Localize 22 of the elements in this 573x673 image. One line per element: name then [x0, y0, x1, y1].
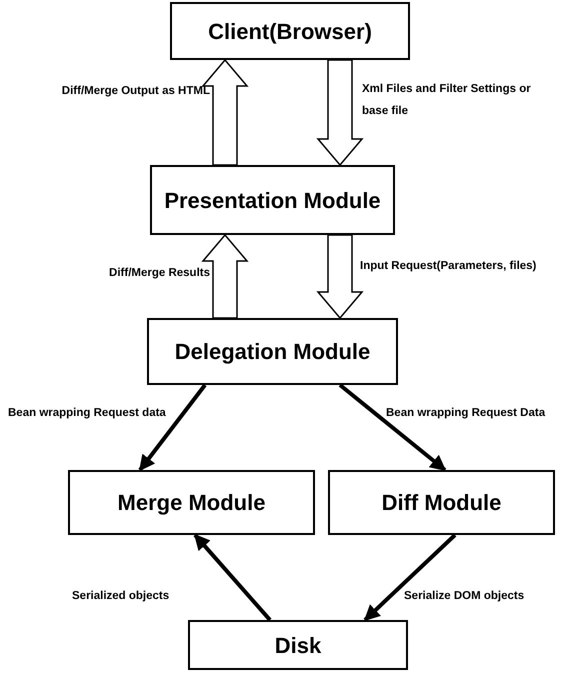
arrow [138, 384, 207, 472]
edge-label: Diff/Merge Results [108, 266, 210, 281]
module-box: Delegation Module [147, 318, 398, 385]
module-box: Presentation Module [150, 165, 395, 235]
block-arrow [316, 59, 364, 166]
edge-label: Serialized objects [72, 589, 170, 604]
arrow [364, 534, 456, 622]
block-arrow [201, 58, 249, 166]
edge-label: Xml Files and Filter Settings or base file [362, 82, 532, 119]
module-box: Client(Browser) [170, 2, 410, 60]
edge-label: Diff/Merge Output as HTML [60, 84, 210, 99]
module-box: Disk [188, 620, 408, 670]
block-arrow [201, 234, 249, 319]
module-box: Merge Module [68, 470, 315, 535]
block-arrow [316, 234, 364, 320]
edge-label: Bean wrapping Request Data [386, 406, 546, 421]
edge-label: Input Request(Parameters, files) [360, 259, 538, 274]
module-box: Diff Module [328, 470, 555, 535]
edge-label: Serialize DOM objects [404, 589, 526, 604]
arrow [338, 383, 446, 472]
arrow [194, 534, 272, 622]
edge-label: Bean wrapping Request data [8, 406, 167, 421]
